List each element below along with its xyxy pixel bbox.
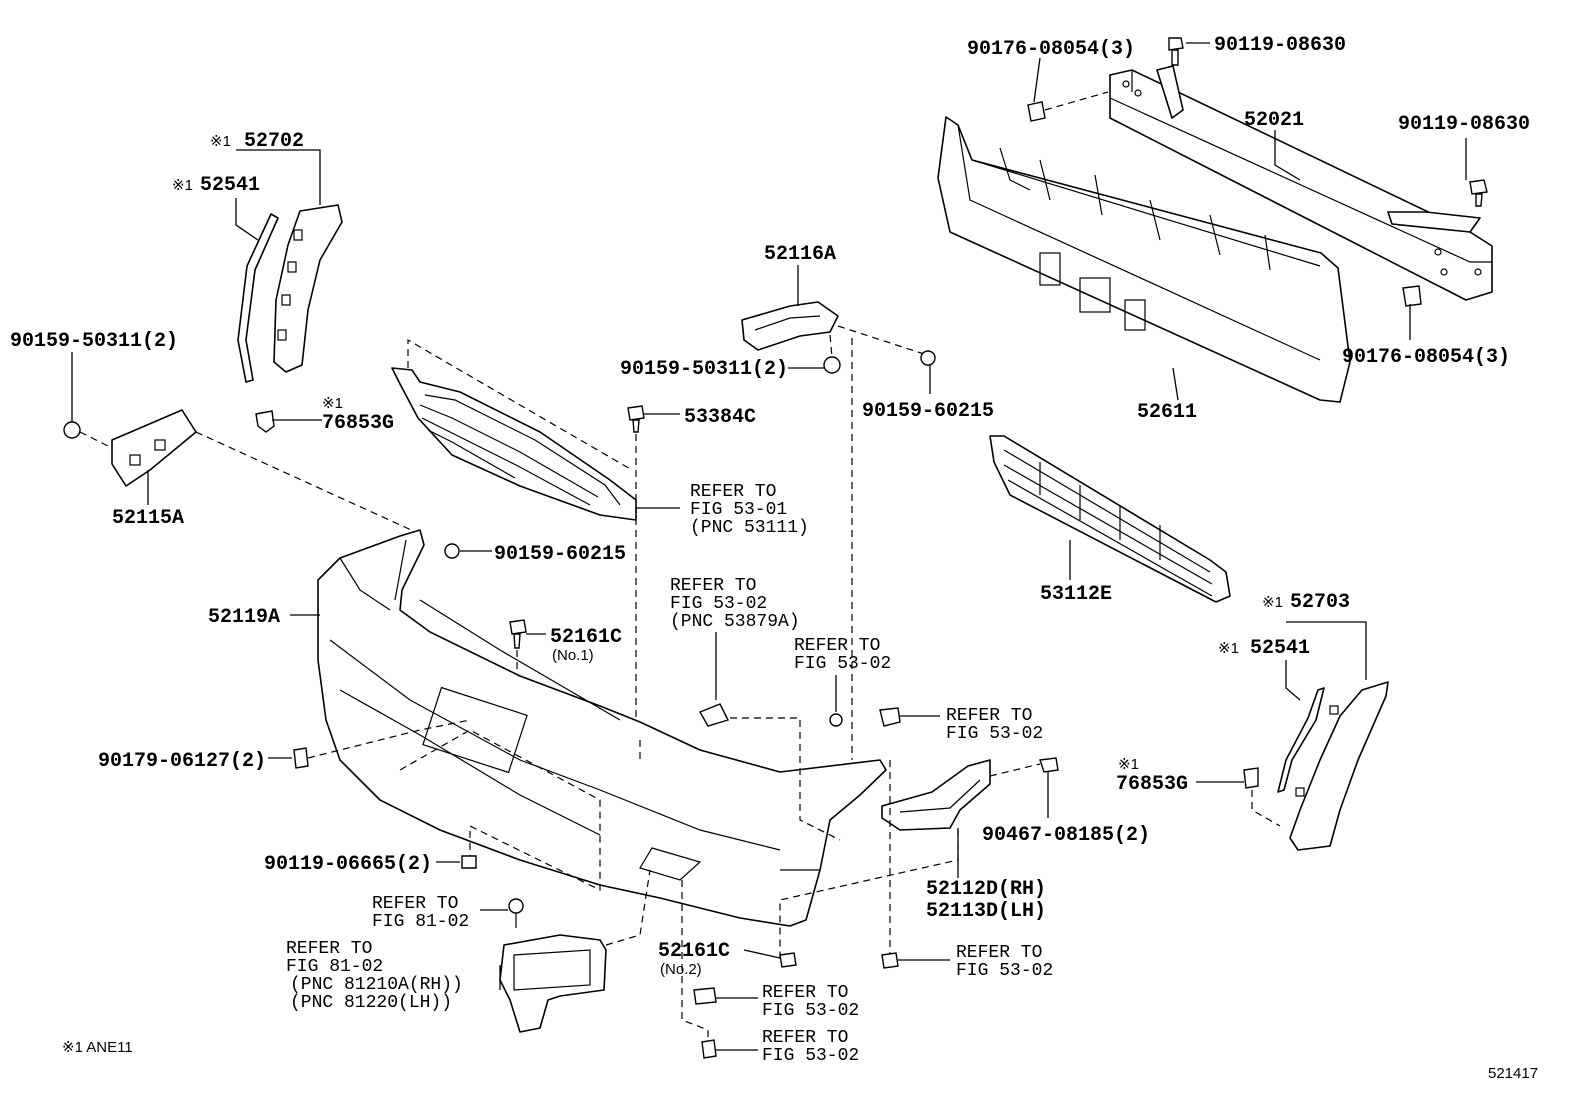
- mark-52703: ※1: [1262, 594, 1283, 611]
- label-52161c-no2[interactable]: 52161C: [658, 940, 730, 963]
- label-52161c-no1[interactable]: 52161C: [550, 626, 622, 649]
- label-90159-60215-left[interactable]: 90159-60215: [494, 543, 626, 566]
- mark-76853g-top: ※1: [322, 395, 343, 412]
- ref-53879-line3[interactable]: (PNC 53879A): [670, 612, 800, 632]
- clip-52161c-no1: [509, 619, 527, 672]
- side-molding-52541-right: [1277, 687, 1325, 793]
- mark-76853g-right: ※1: [1118, 756, 1139, 773]
- ref-e-line2[interactable]: FIG 53-02: [956, 961, 1053, 981]
- clip-ref-53-02-d: [681, 880, 717, 1059]
- ref-d-line1[interactable]: REFER TO: [762, 1028, 848, 1048]
- mark-52541-top: ※1: [172, 177, 193, 194]
- note-52161c-no1: (No.1): [552, 647, 594, 664]
- label-90179-06127[interactable]: 90179-06127(2): [98, 750, 266, 773]
- mark-52702: ※1: [210, 133, 231, 150]
- label-52113d-lh[interactable]: 52113D(LH): [926, 900, 1046, 923]
- side-retainer-52702: [273, 204, 343, 373]
- label-76853g-right[interactable]: 76853G: [1116, 773, 1188, 796]
- ref-b-line2[interactable]: FIG 53-02: [946, 724, 1043, 744]
- nut-90159-60215-left: [444, 543, 460, 559]
- clip-76853g-right: [1243, 767, 1281, 827]
- label-53384c[interactable]: 53384C: [684, 406, 756, 429]
- label-90159-50311-mid[interactable]: 90159-50311(2): [620, 358, 788, 381]
- ref-53879-line2[interactable]: FIG 53-02: [670, 594, 767, 614]
- label-90119-08630-top[interactable]: 90119-08630: [1214, 34, 1346, 57]
- screw-ref-81-02: [508, 898, 524, 928]
- label-53112e[interactable]: 53112E: [1040, 583, 1112, 606]
- footnote: ※1 ANE11: [62, 1039, 133, 1056]
- side-molding-52541-left: [237, 213, 279, 383]
- ref-81-02-b-line2[interactable]: FIG 81-02: [286, 957, 383, 977]
- diagram-number: 521417: [1488, 1065, 1538, 1082]
- mark-52541-right: ※1: [1218, 640, 1239, 657]
- bolt-ref-53-02-e: [881, 952, 899, 969]
- front-bumper-bracket-52116a: [741, 301, 925, 355]
- clip-76853g-top: [255, 410, 275, 433]
- ref-53879-line1[interactable]: REFER TO: [670, 576, 756, 596]
- label-52115a[interactable]: 52115A: [112, 507, 184, 530]
- label-52112d-rh[interactable]: 52112D(RH): [926, 878, 1046, 901]
- leader-lines: [71, 42, 1467, 1051]
- fog-lamp-assembly: [499, 934, 607, 1033]
- ref-81-02-b-line1[interactable]: REFER TO: [286, 939, 372, 959]
- label-90159-60215-mid[interactable]: 90159-60215: [862, 400, 994, 423]
- ref-b-line1[interactable]: REFER TO: [946, 706, 1032, 726]
- label-90119-06665[interactable]: 90119-06665(2): [264, 853, 432, 876]
- label-90159-50311-left[interactable]: 90159-50311(2): [10, 330, 178, 353]
- label-52611[interactable]: 52611: [1137, 401, 1197, 424]
- note-52161c-no2: (No.2): [660, 961, 702, 978]
- nut-90179-06127: [293, 719, 601, 891]
- bolt-90119-08630-right: [1469, 179, 1488, 207]
- ref-53-01-line3[interactable]: (PNC 53111): [690, 518, 809, 538]
- ref-a-line1[interactable]: REFER TO: [794, 636, 880, 656]
- nut-90159-60215-mid: [920, 350, 936, 366]
- label-52116a[interactable]: 52116A: [764, 243, 836, 266]
- label-90119-08630-right[interactable]: 90119-08630: [1398, 113, 1530, 136]
- screw-90159-50311-mid: [823, 334, 841, 374]
- front-bumper-cover-52119a: [317, 529, 887, 927]
- clip-ref-53-02-b: [879, 707, 901, 727]
- bumper-extension-52112d: [881, 759, 991, 831]
- ref-c-line2[interactable]: FIG 53-02: [762, 1001, 859, 1021]
- bolt-90119-06665: [461, 855, 477, 869]
- side-bracket-52115a: [111, 409, 197, 487]
- label-52541-top[interactable]: 52541: [200, 174, 260, 197]
- ref-81-02-a-line2[interactable]: FIG 81-02: [372, 912, 469, 932]
- label-52703[interactable]: 52703: [1290, 591, 1350, 614]
- rivet-53879a: [698, 703, 841, 841]
- energy-absorber-52611: [937, 116, 1351, 403]
- clip-ref-53-02-c: [693, 987, 717, 1005]
- ref-a-line2[interactable]: FIG 53-02: [794, 654, 891, 674]
- upper-radiator-grille: [391, 338, 637, 521]
- grille-retainer-53384c: [627, 405, 645, 730]
- ref-53-01-line1[interactable]: REFER TO: [690, 482, 776, 502]
- ref-53-01-line2[interactable]: FIG 53-01: [690, 500, 787, 520]
- lower-grille-53112e: [989, 435, 1231, 603]
- bolt-90119-08630-top: [1168, 37, 1184, 66]
- screw-90159-50311-left: [63, 421, 421, 535]
- ref-81-02-b-line3[interactable]: (PNC 81210A(RH)): [290, 975, 463, 995]
- label-90176-08054-right[interactable]: 90176-08054(3): [1342, 346, 1510, 369]
- bolt-90176-08054-right: [1402, 285, 1422, 307]
- ref-c-line1[interactable]: REFER TO: [762, 983, 848, 1003]
- label-52119a[interactable]: 52119A: [208, 606, 280, 629]
- label-90176-08054-top[interactable]: 90176-08054(3): [967, 38, 1135, 61]
- label-52021[interactable]: 52021: [1244, 109, 1304, 132]
- ref-81-02-a-line1[interactable]: REFER TO: [372, 894, 458, 914]
- label-76853g-top[interactable]: 76853G: [322, 412, 394, 435]
- ref-d-line2[interactable]: FIG 53-02: [762, 1046, 859, 1066]
- bolt-90176-08054-top: [1027, 91, 1109, 122]
- clip-ref-53-02-a: [829, 713, 843, 727]
- side-retainer-52703: [1289, 681, 1389, 851]
- ref-e-line1[interactable]: REFER TO: [956, 943, 1042, 963]
- ref-81-02-b-line4[interactable]: (PNC 81220(LH)): [290, 993, 452, 1013]
- clip-52161c-no2: [779, 952, 797, 968]
- screw-90467-08185: [989, 757, 1059, 777]
- label-90467-08185[interactable]: 90467-08185(2): [982, 824, 1150, 847]
- bumper-reinforcement-52021: [1109, 65, 1493, 301]
- label-52702[interactable]: 52702: [244, 130, 304, 153]
- label-52541-right[interactable]: 52541: [1250, 637, 1310, 660]
